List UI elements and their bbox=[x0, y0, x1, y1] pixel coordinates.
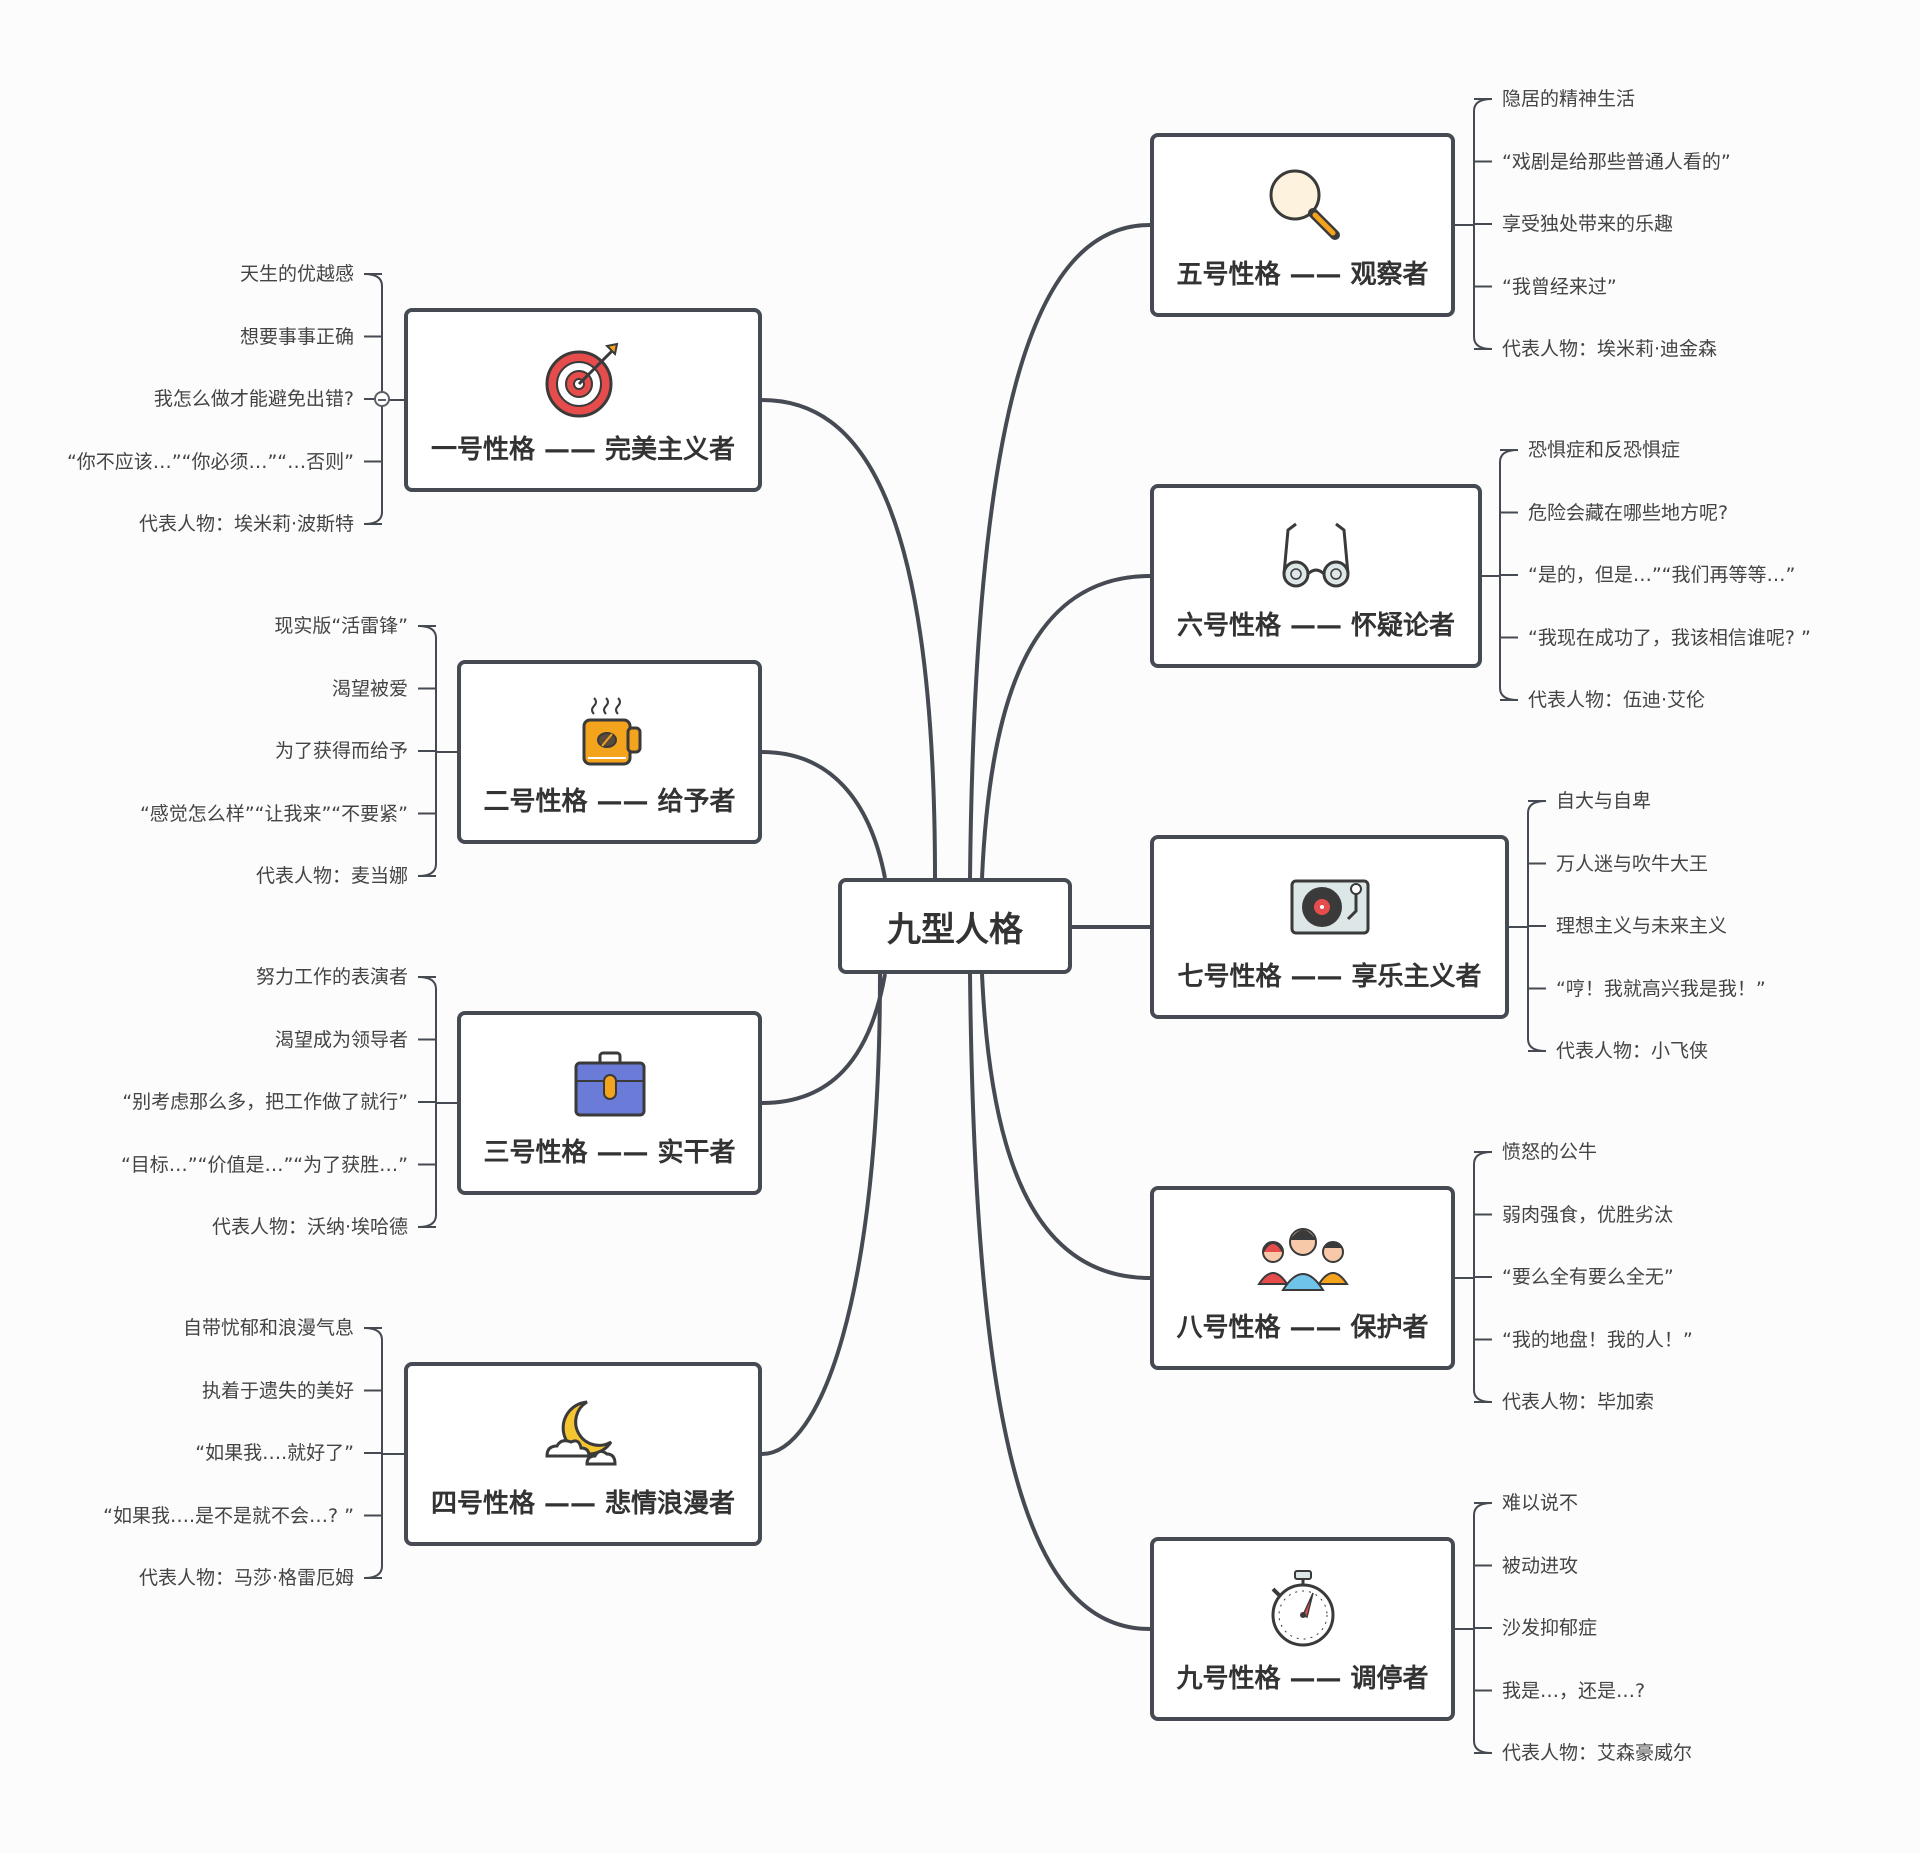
subtopic-item[interactable]: 理想主义与未来主义 bbox=[1556, 915, 1728, 937]
subtopic-item[interactable]: 代表人物：伍迪·艾伦 bbox=[1528, 689, 1706, 711]
topic-type-6[interactable]: 六号性格 —— 怀疑论者 bbox=[1150, 484, 1482, 668]
subtopic-item[interactable]: 危险会藏在哪些地方呢? bbox=[1528, 501, 1729, 524]
subtopic-item[interactable]: “我曾经来过” bbox=[1502, 275, 1617, 298]
subtopic-item[interactable]: “如果我….就好了” bbox=[195, 1442, 354, 1464]
subtopic-item[interactable]: 愤怒的公牛 bbox=[1502, 1141, 1598, 1163]
topic-type-7[interactable]: 七号性格 —— 享乐主义者 bbox=[1150, 835, 1509, 1019]
topic-title: 五号性格 —— 观察者 bbox=[1176, 260, 1429, 290]
subtopic-item[interactable]: 想要事事正确 bbox=[239, 325, 354, 348]
subtopic-item[interactable]: 努力工作的表演者 bbox=[255, 966, 408, 988]
subtopic-item[interactable]: “感觉怎么样”“让我来”“不要紧” bbox=[139, 802, 408, 825]
glasses-icon bbox=[1282, 522, 1350, 588]
connector-line bbox=[761, 973, 882, 1456]
subtopic-item[interactable]: 隐居的精神生活 bbox=[1502, 88, 1636, 110]
subtopic-item[interactable]: 弱肉强食，优胜劣汰 bbox=[1502, 1203, 1674, 1226]
subtopic-item[interactable]: “我的地盘！我的人！” bbox=[1502, 1328, 1693, 1351]
magnifier-icon bbox=[1269, 169, 1340, 240]
subtopic-item[interactable]: 代表人物：沃纳·埃哈德 bbox=[211, 1216, 408, 1238]
stopwatch-icon bbox=[1271, 1570, 1334, 1647]
subtopic-item[interactable]: 享受独处带来的乐趣 bbox=[1502, 213, 1674, 235]
topic-title: 四号性格 —— 悲情浪漫者 bbox=[430, 1489, 736, 1519]
briefcase-icon bbox=[574, 1051, 645, 1117]
subtopic-item[interactable]: 被动进攻 bbox=[1502, 1554, 1579, 1577]
subtopic-item[interactable]: “如果我….是不是就不会…? ” bbox=[103, 1504, 354, 1527]
connector-line bbox=[980, 973, 1151, 1280]
subtopic-item[interactable]: “你不应该…”“你必须…”“…否则” bbox=[66, 450, 354, 473]
subtopic-item[interactable]: 代表人物：小飞侠 bbox=[1556, 1040, 1709, 1062]
subtopic-item[interactable]: 现实版“活雷锋” bbox=[274, 615, 408, 637]
topic-type-2[interactable]: 二号性格 —— 给予者 bbox=[457, 660, 762, 844]
subtopic-item[interactable]: 代表人物：马莎·格雷厄姆 bbox=[138, 1567, 354, 1589]
subtopic-item[interactable]: 执着于遗失的美好 bbox=[201, 1379, 354, 1402]
subtopic-item[interactable]: 难以说不 bbox=[1502, 1492, 1579, 1514]
subtopic-item[interactable]: “目标…”“价值是…”“为了获胜…” bbox=[120, 1153, 408, 1176]
subtopic-item[interactable]: “哼！我就高兴我是我！” bbox=[1556, 977, 1766, 1000]
subtopic-item[interactable]: 渴望被爱 bbox=[331, 677, 408, 700]
topic-type-1[interactable]: 一号性格 —— 完美主义者 bbox=[404, 308, 762, 492]
subtopic-item[interactable]: 为了获得而给予 bbox=[274, 740, 408, 762]
collapse-toggle[interactable] bbox=[374, 391, 390, 407]
topic-type-3[interactable]: 三号性格 —— 实干者 bbox=[457, 1011, 762, 1195]
topic-type-4[interactable]: 四号性格 —— 悲情浪漫者 bbox=[404, 1362, 762, 1546]
moon-cloud-icon bbox=[545, 1400, 617, 1466]
central-topic[interactable]: 九型人格 bbox=[838, 878, 1072, 974]
subtopic-item[interactable]: 渴望成为领导者 bbox=[274, 1028, 408, 1051]
topic-title: 七号性格 —— 享乐主义者 bbox=[1177, 962, 1482, 992]
topic-type-5[interactable]: 五号性格 —— 观察者 bbox=[1150, 133, 1455, 317]
connector-line bbox=[761, 398, 937, 879]
topic-title: 六号性格 —— 怀疑论者 bbox=[1176, 611, 1456, 641]
topic-type-9[interactable]: 九号性格 —— 调停者 bbox=[1150, 1537, 1455, 1721]
connector-line bbox=[968, 973, 1151, 1631]
subtopic-item[interactable]: 万人迷与吹牛大王 bbox=[1556, 852, 1709, 875]
subtopic-item[interactable]: “戏剧是给那些普通人看的” bbox=[1502, 150, 1731, 173]
subtopic-item[interactable]: 代表人物：艾森豪威尔 bbox=[1502, 1742, 1693, 1764]
topic-title: 三号性格 —— 实干者 bbox=[483, 1138, 736, 1168]
subtopic-item[interactable]: 沙发抑郁症 bbox=[1502, 1617, 1598, 1639]
subtopic-item[interactable]: “是的，但是…”“我们再等等…” bbox=[1528, 564, 1796, 586]
connector-line bbox=[980, 574, 1151, 879]
subtopic-item[interactable]: 我怎么做才能避免出错? bbox=[153, 388, 354, 410]
connector-line bbox=[968, 223, 1151, 879]
subtopic-item[interactable]: 自大与自卑 bbox=[1556, 790, 1652, 812]
topic-title: 八号性格 —— 保护者 bbox=[1176, 1313, 1429, 1343]
coffee-mug-icon bbox=[582, 697, 641, 766]
subtopic-item[interactable]: 自带忧郁和浪漫气息 bbox=[182, 1317, 354, 1339]
topic-type-8[interactable]: 八号性格 —— 保护者 bbox=[1150, 1186, 1455, 1370]
topic-title: 二号性格 —— 给予者 bbox=[483, 787, 736, 817]
subtopic-item[interactable]: 天生的优越感 bbox=[239, 263, 354, 285]
topic-title: 一号性格 —— 完美主义者 bbox=[430, 435, 736, 465]
subtopic-item[interactable]: “别考虑那么多，把工作做了就行” bbox=[122, 1091, 408, 1113]
target-icon bbox=[545, 342, 619, 418]
subtopic-item[interactable]: 代表人物：埃米莉·波斯特 bbox=[138, 513, 354, 535]
record-player-icon bbox=[1290, 879, 1369, 935]
subtopic-item[interactable]: “我现在成功了，我该相信谁呢? ” bbox=[1528, 626, 1811, 649]
people-group-icon bbox=[1256, 1228, 1349, 1291]
subtopic-item[interactable]: 我是…，还是…? bbox=[1502, 1679, 1646, 1702]
subtopic-item[interactable]: 代表人物：埃米莉·迪金森 bbox=[1502, 338, 1718, 360]
subtopic-item[interactable]: 代表人物：麦当娜 bbox=[255, 865, 408, 887]
subtopic-item[interactable]: 恐惧症和反恐惧症 bbox=[1528, 439, 1681, 461]
subtopic-item[interactable]: 代表人物：毕加索 bbox=[1502, 1391, 1655, 1413]
connector-line bbox=[761, 973, 887, 1105]
connector-line bbox=[761, 750, 887, 879]
topic-title: 九号性格 —— 调停者 bbox=[1176, 1664, 1429, 1694]
subtopic-item[interactable]: “要么全有要么全无” bbox=[1502, 1266, 1674, 1288]
central-topic-label: 九型人格 bbox=[887, 909, 1023, 950]
